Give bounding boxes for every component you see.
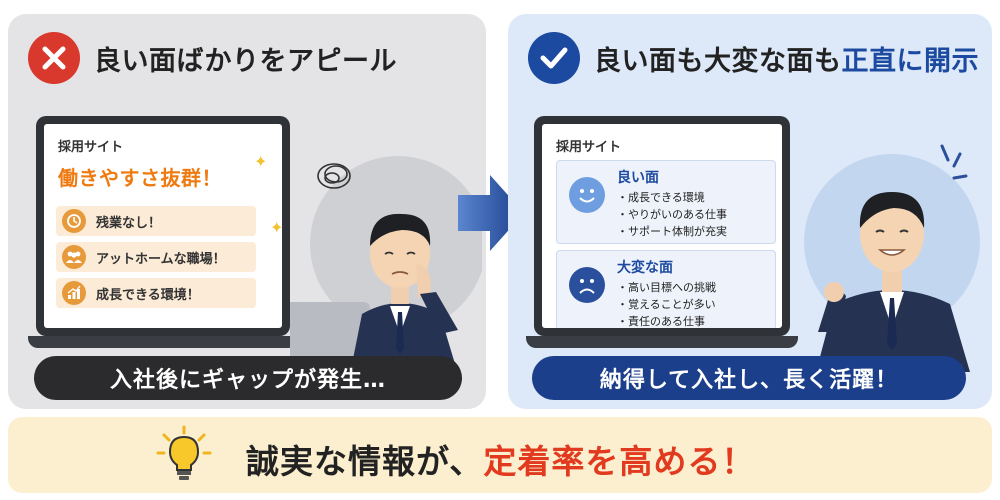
sparkle-icon: ✦ [270,218,282,237]
feature-text: 成長できる環境！ [96,287,200,303]
laptop-left: 採用サイト 働きやすさ抜群！ ✦ ✦ 残業なし！ アットホームな職場！ [28,116,298,356]
list-item: ・覚えることが多い [617,298,716,311]
troubled-employee-illustration [280,134,486,378]
list-item: ・責任のある仕事 [617,315,705,328]
clock-icon [62,209,86,233]
good-example-title: 良い面も大変な面も正直に開示 [594,45,979,77]
confident-employee-illustration [794,132,986,376]
list-item: ・やりがいのある仕事 [617,208,727,221]
good-example-header: 良い面も大変な面も正直に開示 [528,32,979,84]
list-item: ・サポート体制が充実 [617,225,727,238]
bad-result-banner: 入社後にギャップが発生… [34,356,462,400]
bad-example-title: 良い面ばかりをアピール [94,45,398,77]
check-icon [528,32,580,84]
feature-text: アットホームな職場！ [96,251,226,267]
conclusion-text: 誠実な情報が、定着率を高める！ [246,442,756,481]
cross-icon [28,32,80,84]
hard-points-title: 大変な面 [617,260,673,276]
lightbulb-icon [156,425,212,487]
site-label: 採用サイト [556,140,622,155]
site-label: 採用サイト [58,140,124,155]
sparkle-icon: ✦ [254,152,268,171]
good-points-list: ・成長できる環境 ・やりがいのある仕事 ・サポート体制が充実 [617,189,727,240]
conclusion-bar: 誠実な情報が、定着率を高める！ [8,417,992,493]
recruit-site-screen: 採用サイト 働きやすさ抜群！ ✦ ✦ 残業なし！ アットホームな職場！ [44,124,282,328]
list-item: ・高い目標への挑戦 [617,281,716,294]
good-points-box: 良い面 ・成長できる環境 ・やりがいのある仕事 ・サポート体制が充実 [556,160,776,244]
recruit-site-screen: 採用サイト 良い面 ・成長できる環境 ・やりがいのある仕事 ・サポート体制が充実 [542,124,782,328]
laptop-right: 採用サイト 良い面 ・成長できる環境 ・やりがいのある仕事 ・サポート体制が充実 [526,116,798,356]
arrow-right-icon [458,175,524,255]
growth-chart-icon [62,281,86,305]
bad-example-header: 良い面ばかりをアピール [28,32,397,84]
hard-points-box: 大変な面 ・高い目標への挑戦 ・覚えることが多い ・責任のある仕事 [556,250,776,328]
feature-item: 残業なし！ [56,206,256,236]
feature-text: 残業なし！ [96,215,162,231]
feature-item: アットホームな職場！ [56,242,256,272]
people-icon [62,245,86,269]
sad-face-icon [569,267,605,303]
feature-item: 成長できる環境！ [56,278,256,308]
bad-example-panel: 良い面ばかりをアピール 採用サイト 働きやすさ抜群！ ✦ ✦ 残業なし！ [8,14,486,409]
hard-points-list: ・高い目標への挑戦 ・覚えることが多い ・責任のある仕事 [617,279,716,328]
good-result-banner: 納得して入社し、長く活躍！ [532,356,966,400]
good-example-panel: 良い面も大変な面も正直に開示 採用サイト 良い面 ・成長できる環境 ・やりがいの… [508,14,992,409]
smile-face-icon [569,177,605,213]
site-headline: 働きやすさ抜群！ [58,166,222,190]
list-item: ・成長できる環境 [617,191,705,204]
good-points-title: 良い面 [617,170,659,186]
